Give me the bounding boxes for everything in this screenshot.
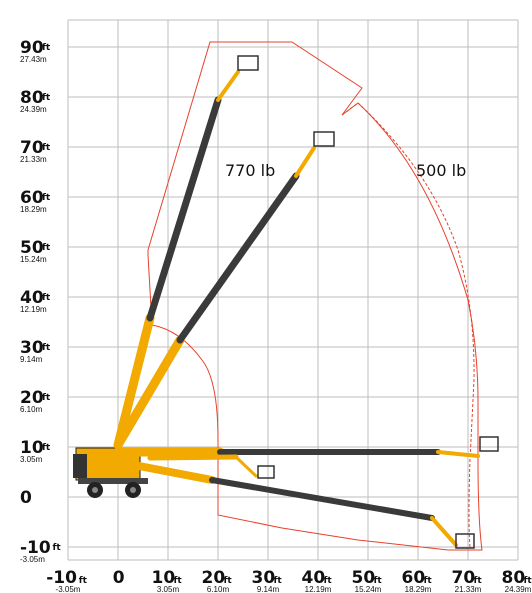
jib-max-height bbox=[216, 70, 240, 102]
envelope-770lb bbox=[147, 41, 483, 551]
working-envelope bbox=[147, 41, 483, 551]
grid bbox=[67, 19, 519, 561]
boom-max-height-yellow bbox=[113, 313, 155, 450]
y-tick-unit: ft bbox=[42, 343, 51, 353]
x-tick-unit: ft bbox=[424, 576, 433, 586]
x-tick-label: 10 bbox=[152, 568, 176, 588]
y-tick-unit: ft bbox=[42, 243, 51, 253]
y-tick-label: 0 bbox=[20, 488, 32, 508]
y-tick-metric: -3.05m bbox=[20, 555, 45, 564]
x-tick-metric: 18.29m bbox=[405, 585, 432, 593]
boom-mid-yellow bbox=[113, 335, 185, 450]
x-tick-metric: 15.24m bbox=[355, 585, 382, 593]
jib-below bbox=[430, 516, 458, 547]
y-tick-label: 60 bbox=[20, 188, 44, 208]
platform-mid bbox=[313, 131, 335, 147]
boom-max-height-dark bbox=[146, 96, 222, 322]
x-tick-label: 40 bbox=[302, 568, 326, 588]
y-tick-metric: 24.39m bbox=[20, 105, 47, 114]
wheel-rear-hub bbox=[92, 487, 98, 493]
y-tick-metric: 6.10m bbox=[20, 405, 43, 414]
y-tick-unit: ft bbox=[42, 443, 51, 453]
y-tick-label: 40 bbox=[20, 288, 44, 308]
x-tick-unit: ft bbox=[524, 576, 532, 586]
x-tick-label: 0 bbox=[113, 568, 125, 588]
chassis-base bbox=[78, 478, 148, 484]
y-tick-unit: ft bbox=[42, 43, 51, 53]
y-tick-label: 70 bbox=[20, 138, 44, 158]
x-tick-metric: -3.05m bbox=[56, 585, 81, 593]
y-tick-metric: 27.43m bbox=[20, 55, 47, 64]
y-tick-label: 90 bbox=[20, 38, 44, 58]
x-tick-metric: 9.14m bbox=[257, 585, 280, 593]
jib-mid bbox=[294, 146, 316, 178]
boom-below-dark bbox=[209, 477, 435, 521]
y-tick-label: -10 bbox=[20, 538, 51, 558]
x-tick-label: 30 bbox=[252, 568, 276, 588]
x-tick-unit: ft bbox=[374, 576, 383, 586]
y-tick-metric: 9.14m bbox=[20, 355, 43, 364]
jib-horizontal bbox=[436, 450, 480, 458]
platform-below bbox=[455, 533, 475, 549]
platform-low bbox=[257, 465, 275, 479]
jib-short bbox=[234, 455, 258, 478]
y-tick-label: 30 bbox=[20, 338, 44, 358]
counterweight bbox=[73, 454, 87, 478]
y-tick-unit: ft bbox=[42, 293, 51, 303]
y-tick-label: 50 bbox=[20, 238, 44, 258]
x-tick-unit: ft bbox=[174, 576, 183, 586]
platform-horizontal bbox=[479, 436, 499, 452]
platform-top bbox=[237, 55, 259, 71]
x-tick-metric: 21.33m bbox=[455, 585, 482, 593]
boom-short-yellow bbox=[147, 454, 239, 461]
platforms bbox=[237, 55, 499, 549]
x-tick-metric: 3.05m bbox=[157, 585, 180, 593]
y-tick-label: 80 bbox=[20, 88, 44, 108]
x-tick-metric: 12.19m bbox=[305, 585, 332, 593]
y-tick-unit: ft bbox=[53, 543, 62, 553]
y-tick-metric: 18.29m bbox=[20, 205, 47, 214]
x-tick-unit: ft bbox=[224, 576, 233, 586]
x-tick-label: 60 bbox=[402, 568, 426, 588]
x-tick-metric: 24.39m bbox=[505, 585, 532, 593]
y-tick-unit: ft bbox=[42, 393, 51, 403]
y-tick-metric: 21.33m bbox=[20, 155, 47, 164]
boom-mid-dark bbox=[176, 172, 300, 344]
x-tick-label: 50 bbox=[352, 568, 376, 588]
x-tick-unit: ft bbox=[324, 576, 333, 586]
y-tick-metric: 15.24m bbox=[20, 255, 47, 264]
y-tick-label: 20 bbox=[20, 388, 44, 408]
envelope-500lb bbox=[341, 102, 475, 549]
boom-positions bbox=[113, 70, 480, 547]
x-tick-unit: ft bbox=[274, 576, 283, 586]
x-tick-unit: ft bbox=[79, 576, 88, 586]
y-tick-unit: ft bbox=[42, 193, 51, 203]
capacity-label-inner: 770 lb bbox=[225, 161, 275, 180]
y-tick-unit: ft bbox=[42, 93, 51, 103]
x-tick-label: 70 bbox=[452, 568, 476, 588]
boom-below-yellow bbox=[114, 458, 216, 484]
capacity-label-outer: 500 lb bbox=[416, 161, 466, 180]
x-tick-label: 20 bbox=[202, 568, 226, 588]
x-tick-label: 80 bbox=[502, 568, 526, 588]
y-tick-metric: 3.05m bbox=[20, 455, 43, 464]
y-tick-unit: ft bbox=[42, 143, 51, 153]
y-axis-labels: 90ft27.43m80ft24.39m70ft21.33m60ft18.29m… bbox=[20, 38, 61, 564]
x-tick-metric: 6.10m bbox=[207, 585, 230, 593]
x-tick-unit: ft bbox=[474, 576, 483, 586]
wheel-front-hub bbox=[130, 487, 136, 493]
y-tick-metric: 12.19m bbox=[20, 305, 47, 314]
x-tick-label: -10 bbox=[46, 568, 77, 588]
y-tick-label: 10 bbox=[20, 438, 44, 458]
